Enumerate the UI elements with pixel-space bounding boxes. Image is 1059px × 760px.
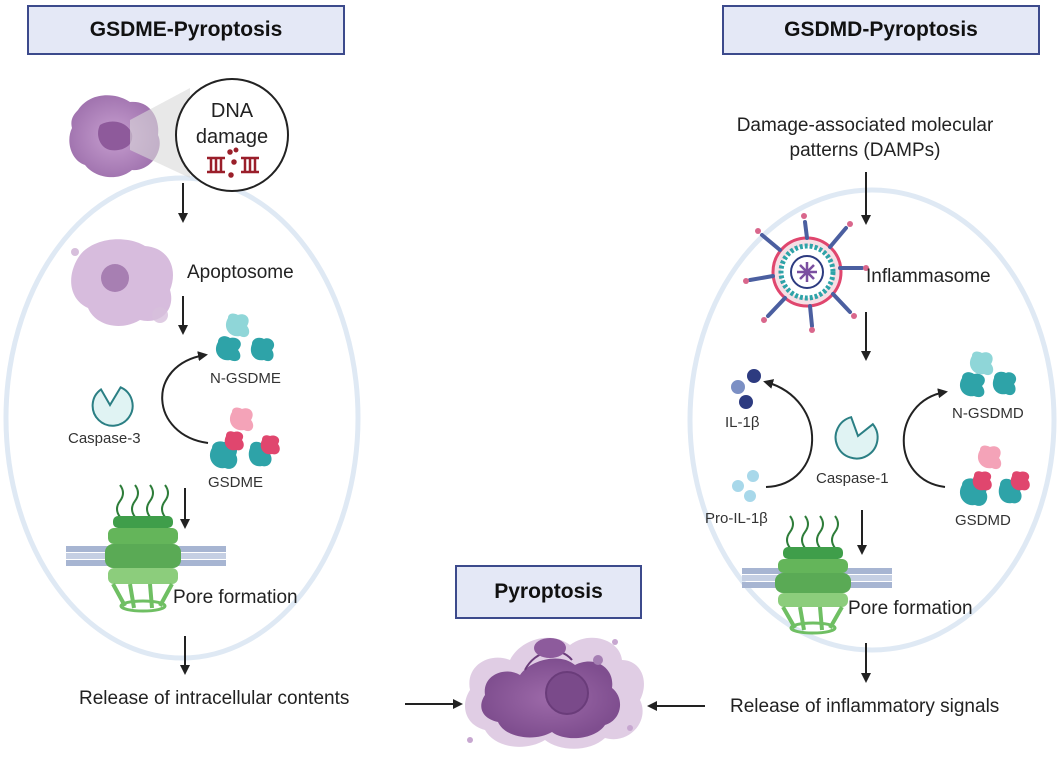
gsdmd-cleavage-cycle-arrow: [902, 388, 948, 488]
n-gsdme-label: N-GSDME: [210, 370, 281, 387]
gsdme-cleavage-cycle-arrow: [161, 351, 209, 444]
pyroptotic-cell-icon: [465, 637, 644, 749]
gsdmd-pore-formation-label: Pore formation: [848, 598, 973, 619]
gsdme-pore-formation-label: Pore formation: [173, 587, 298, 608]
pro-il1b-label: Pro-IL-1β: [705, 510, 768, 527]
release-inflammatory-label: Release of inflammatory signals: [730, 696, 1000, 717]
gsdme-cell-boundary: [3, 175, 361, 661]
caspase3-icon: [91, 386, 134, 427]
dna-broken-icon: [207, 147, 259, 178]
n-gsdmd-icon: [959, 351, 1017, 398]
dna-damage-zoom: [175, 78, 289, 192]
inflammasome-label: Inflammasome: [866, 266, 991, 287]
gsdmd-cell-boundary: [687, 187, 1057, 653]
gsdmd-label: GSDMD: [955, 512, 1011, 529]
pro-il1b-molecules-icon: [732, 470, 759, 502]
gsdmd-icon: [959, 445, 1030, 506]
caspase1-icon: [834, 416, 879, 460]
n-gsdmd-label: N-GSDMD: [952, 405, 1024, 422]
cancer-cell-icon: [69, 88, 190, 178]
gsdme-icon: [209, 407, 280, 469]
gsdmd-title: GSDMD-Pyroptosis: [784, 18, 978, 41]
il1b-label: IL-1β: [725, 414, 760, 431]
gsdmd-pore-icon: [742, 515, 892, 635]
gsdmd-title-box: GSDMD-Pyroptosis: [722, 5, 1040, 55]
gsdme-title: GSDME-Pyroptosis: [89, 18, 283, 41]
inflammasome-icon: [743, 213, 869, 333]
dna-damage-label: DNA damage: [195, 100, 269, 148]
il1b-molecules-icon: [731, 369, 761, 409]
gsdme-title-box: GSDME-Pyroptosis: [27, 5, 345, 55]
gsdme-pore-icon: [66, 484, 226, 613]
n-gsdme-icon: [215, 313, 275, 362]
apoptosome-label: Apoptosome: [187, 262, 294, 283]
caspase3-label: Caspase-3: [68, 430, 141, 447]
pyroptosis-title-box: Pyroptosis: [455, 565, 642, 619]
il1b-maturation-arrow: [763, 379, 814, 488]
pyroptosis-title: Pyroptosis: [494, 580, 603, 603]
release-intracellular-label: Release of intracellular contents: [79, 688, 350, 709]
damps-label: Damage-associated molecular patterns (DA…: [736, 115, 994, 161]
apoptotic-cell-icon: [71, 239, 173, 327]
gsdme-label: GSDME: [208, 474, 264, 491]
caspase1-label: Caspase-1: [816, 470, 889, 487]
